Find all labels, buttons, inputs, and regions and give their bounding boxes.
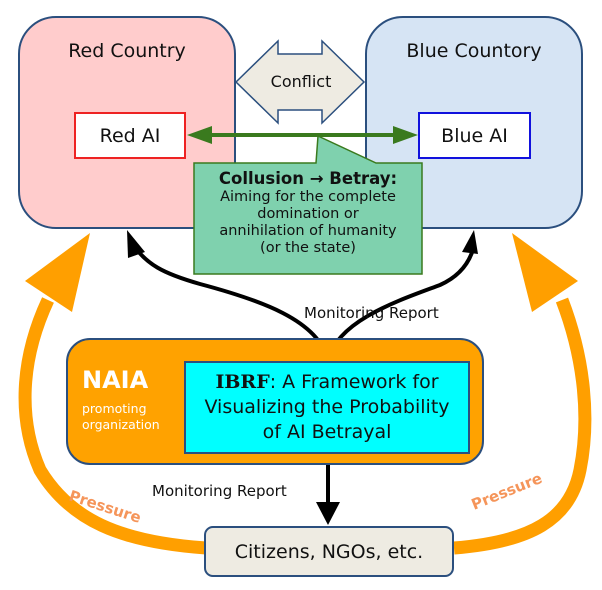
- blue-country-title: Blue Countory: [406, 40, 542, 62]
- collusion-line: annihilation of humanity: [219, 223, 397, 239]
- monitoring-arrow-to-blue: [326, 245, 476, 361]
- conflict-double-arrow: [234, 39, 366, 125]
- pressure-arrow-left-shaft: [18, 297, 207, 555]
- monitoring-arrow-to-red-head: [127, 230, 145, 258]
- citizens-box: Citizens, NGOs, etc.: [204, 526, 454, 577]
- ibrf-title-line2: Visualizing the Probability: [204, 396, 450, 418]
- ibrf-title-rest: : A Framework for: [269, 371, 439, 393]
- monitoring-arrow-to-blue-head: [462, 230, 478, 254]
- monitoring-arrow-to-red: [128, 238, 330, 361]
- blue-ai-box: Blue AI: [418, 112, 531, 159]
- citizens-label: Citizens, NGOs, etc.: [234, 540, 424, 563]
- conflict-label: Conflict: [270, 72, 332, 91]
- red-country-title: Red Country: [68, 40, 186, 62]
- naia-subtitle-line: promoting: [82, 401, 147, 416]
- pressure-label-right: Pressure: [469, 469, 545, 514]
- monitoring-report-label-bottom: Monitoring Report: [152, 482, 287, 500]
- collusion-line: domination or: [257, 206, 359, 222]
- collusion-line: (or the state): [260, 240, 356, 256]
- ibrf-title-line3: of AI Betrayal: [262, 421, 392, 443]
- blue-ai-label: Blue AI: [441, 124, 508, 147]
- red-country-box: Red Country: [18, 16, 236, 229]
- collusion-arrow-left-head: [187, 126, 212, 144]
- monitoring-report-label-top: Monitoring Report: [304, 304, 439, 322]
- collusion-title: Collusion → Betray:: [218, 169, 398, 188]
- naia-name: NAIA: [82, 366, 149, 394]
- ibrf-box: IBRF: A Framework for Visualizing the Pr…: [184, 361, 470, 454]
- collusion-callout-text: Collusion → Betray: Aiming for the compl…: [194, 168, 422, 257]
- pressure-arrow-left-head: [25, 233, 90, 312]
- collusion-arrow-right-head: [393, 126, 418, 144]
- ibrf-acronym: IBRF: [215, 371, 270, 393]
- pressure-arrow-right-head: [512, 233, 578, 312]
- monitoring-arrow-to-citizens-head: [316, 502, 340, 525]
- collusion-callout-shape: [193, 134, 423, 275]
- red-ai-label: Red AI: [99, 124, 161, 147]
- pressure-arrow-right-shaft: [453, 297, 592, 555]
- naia-subtitle-line: organization: [82, 417, 160, 432]
- collusion-line: Aiming for the complete: [220, 189, 396, 205]
- red-ai-box: Red AI: [74, 112, 186, 159]
- naia-subtitle: promoting organization: [82, 401, 160, 433]
